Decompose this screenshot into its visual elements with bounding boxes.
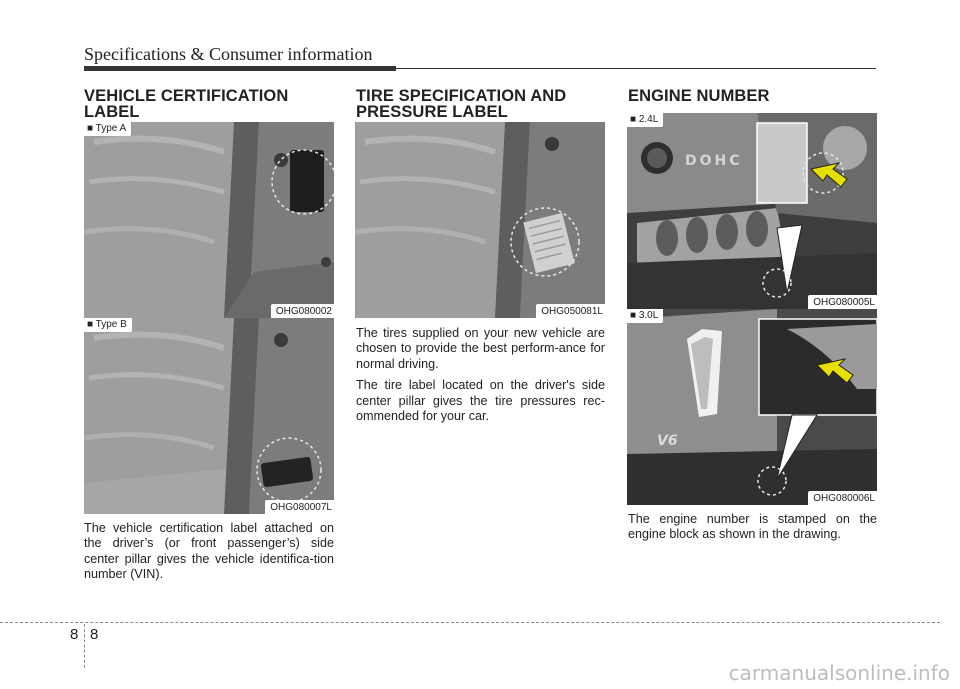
section-number: 8 <box>70 626 79 643</box>
tire-spec-title: TIRE SPECIFICATION AND PRESSURE LABEL <box>356 87 567 121</box>
photo-code: OHG050081L <box>536 304 605 318</box>
vehicle-cert-title: VEHICLE CERTIFICATION LABEL <box>84 87 289 121</box>
photo-tag: ■ Type B <box>84 318 132 332</box>
photo-tag: ■ Type A <box>84 122 132 136</box>
vehicle-cert-text: The vehicle certification label attached… <box>84 521 334 582</box>
photo-tag: ■ 2.4L <box>627 113 664 127</box>
seat-photo-type-b: ■ Type B OHG080007L <box>84 318 334 514</box>
seat-illustration <box>84 318 334 514</box>
tire-paragraph: The tire label located on the driver's s… <box>356 378 605 424</box>
engine-illustration: V6 <box>627 309 877 505</box>
seat-illustration <box>84 122 334 318</box>
engine-number-text: The engine number is stamped on the engi… <box>628 512 877 542</box>
pillar-illustration <box>355 122 605 318</box>
seat-photo-type-a: ■ Type A OHG080002 <box>84 122 334 318</box>
photo-code: OHG080002 <box>270 304 334 318</box>
engine-number-title: ENGINE NUMBER <box>628 87 770 105</box>
engine-badge: DOHC <box>685 153 743 169</box>
engine-photo-3-0l: V6 ■ 3.0L OHG080006L <box>627 309 877 505</box>
header-rule-thin <box>396 68 876 69</box>
footer-rule <box>0 622 940 623</box>
page-number: 8 <box>90 626 99 643</box>
engine-badge: V6 <box>657 433 678 449</box>
footer-divider <box>84 624 85 668</box>
tire-paragraph: The tires supplied on your new vehicle a… <box>356 326 605 371</box>
photo-code: OHG080007L <box>265 500 334 514</box>
tire-spec-text: The tires supplied on your new vehicle a… <box>356 326 605 430</box>
watermark: carmanualsonline.info <box>728 661 950 685</box>
header-rule <box>84 66 396 71</box>
photo-code: OHG080005L <box>808 295 877 309</box>
engine-illustration: DOHC <box>627 113 877 309</box>
page-header-title: Specifications & Consumer information <box>84 44 373 64</box>
photo-tag: ■ 3.0L <box>627 309 664 323</box>
engine-photo-2-4l: DOHC ■ 2.4L OHG080005L <box>627 113 877 309</box>
tire-label-photo: OHG050081L <box>355 122 605 318</box>
photo-code: OHG080006L <box>808 491 877 505</box>
